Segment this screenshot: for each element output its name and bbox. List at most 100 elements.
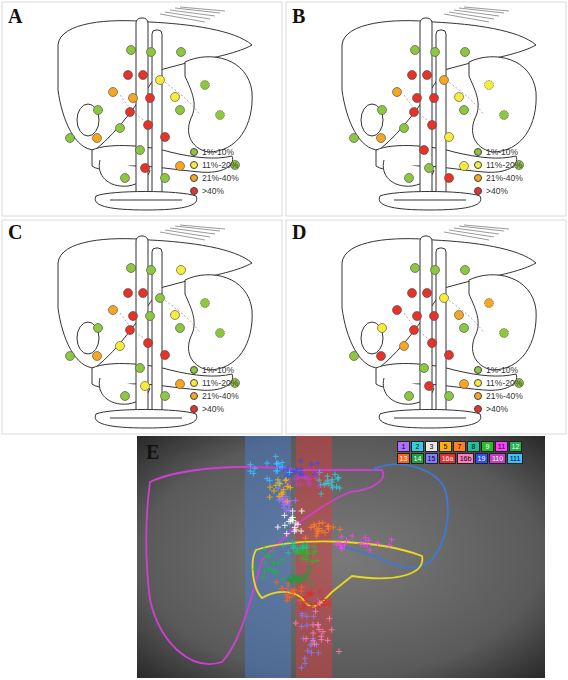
node-dot — [377, 134, 386, 143]
station-number: 16a — [440, 454, 456, 463]
node-dot — [66, 352, 75, 361]
node-mark — [299, 606, 305, 612]
legend-text: 11%-20% — [486, 378, 522, 388]
legend-swatch — [190, 148, 198, 156]
node-mark — [267, 484, 273, 490]
node-dot — [445, 351, 454, 360]
node-mark — [306, 482, 312, 488]
node-dot — [413, 94, 422, 103]
node-dot — [410, 326, 419, 335]
node-mark — [337, 526, 343, 532]
node-dot — [147, 266, 156, 275]
node-mark — [366, 537, 372, 543]
node-dots — [66, 46, 524, 401]
legend-swatch — [474, 379, 482, 387]
node-mark — [271, 567, 277, 573]
node-dot — [136, 146, 145, 155]
node-dot — [413, 312, 422, 321]
legend-swatch — [474, 148, 482, 156]
node-mark — [265, 554, 271, 560]
node-dot — [161, 351, 170, 360]
node-mark — [339, 546, 345, 552]
station-swatch: 16b — [457, 453, 474, 464]
node-dot — [405, 174, 414, 183]
node-dot — [393, 306, 402, 315]
node-mark — [281, 505, 287, 511]
node-mark — [316, 626, 322, 632]
node-mark — [284, 592, 290, 598]
node-dot — [423, 71, 432, 80]
legend-swatch — [474, 405, 482, 413]
node-mark — [310, 638, 316, 644]
node-mark — [284, 531, 290, 537]
node-mark — [328, 482, 334, 488]
node-mark — [290, 589, 296, 595]
station-swatch: 8 — [467, 441, 480, 452]
station-number: 12 — [510, 442, 522, 451]
legend-text: 1%-10% — [202, 365, 234, 375]
legend-row: >40% — [190, 403, 224, 415]
station-number: 14 — [412, 454, 424, 463]
node-mark — [270, 560, 276, 566]
node-mark — [293, 620, 299, 626]
station-swatch: 9 — [481, 441, 494, 452]
node-mark — [266, 552, 272, 558]
station-number: 13 — [398, 454, 410, 463]
node-mark — [275, 460, 281, 466]
node-marks — [247, 453, 394, 670]
legend-row: >40% — [474, 403, 508, 415]
node-dot — [176, 380, 185, 389]
node-mark — [315, 650, 321, 656]
node-mark — [260, 575, 266, 581]
node-mark — [318, 491, 324, 497]
node-mark — [289, 539, 295, 545]
node-mark — [304, 557, 310, 563]
legend-text: 11%-20% — [202, 160, 238, 170]
node-mark — [305, 590, 311, 596]
node-dot — [127, 46, 136, 55]
node-mark — [311, 543, 317, 549]
node-mark — [339, 534, 345, 540]
legend-row: >40% — [190, 185, 224, 197]
node-mark — [291, 528, 297, 534]
station-number: 110 — [490, 454, 505, 463]
node-mark — [309, 559, 315, 565]
node-mark — [307, 642, 313, 648]
node-mark — [300, 603, 306, 609]
node-dot — [161, 133, 170, 142]
node-dot — [377, 352, 386, 361]
node-mark — [310, 551, 316, 557]
legend-row: 11%-20% — [474, 377, 522, 389]
node-mark — [318, 633, 324, 639]
node-mark — [290, 573, 296, 579]
legend-swatch — [190, 174, 198, 182]
node-mark — [326, 616, 332, 622]
station-number: 2 — [414, 442, 422, 451]
station-number: 111 — [508, 454, 523, 463]
node-dot — [136, 364, 145, 373]
node-mark — [303, 636, 309, 642]
node-mark — [290, 508, 296, 514]
node-mark — [343, 538, 349, 544]
node-mark — [298, 466, 304, 472]
node-mark — [338, 543, 344, 549]
node-dot — [124, 289, 133, 298]
node-mark — [297, 597, 303, 603]
node-mark — [367, 547, 373, 553]
legend-row: 11%-20% — [190, 377, 238, 389]
node-dot — [428, 121, 437, 130]
node-mark — [303, 535, 309, 541]
node-mark — [310, 622, 316, 628]
node-dot — [445, 392, 454, 401]
node-dot — [177, 48, 186, 57]
node-dot — [500, 111, 509, 120]
node-mark — [308, 590, 314, 596]
node-dot — [423, 289, 432, 298]
node-dot — [425, 164, 434, 173]
node-mark — [310, 467, 316, 473]
node-dot — [176, 324, 185, 333]
station-swatch: 13 — [397, 453, 410, 464]
node-dot — [176, 106, 185, 115]
node-mark — [273, 453, 279, 459]
